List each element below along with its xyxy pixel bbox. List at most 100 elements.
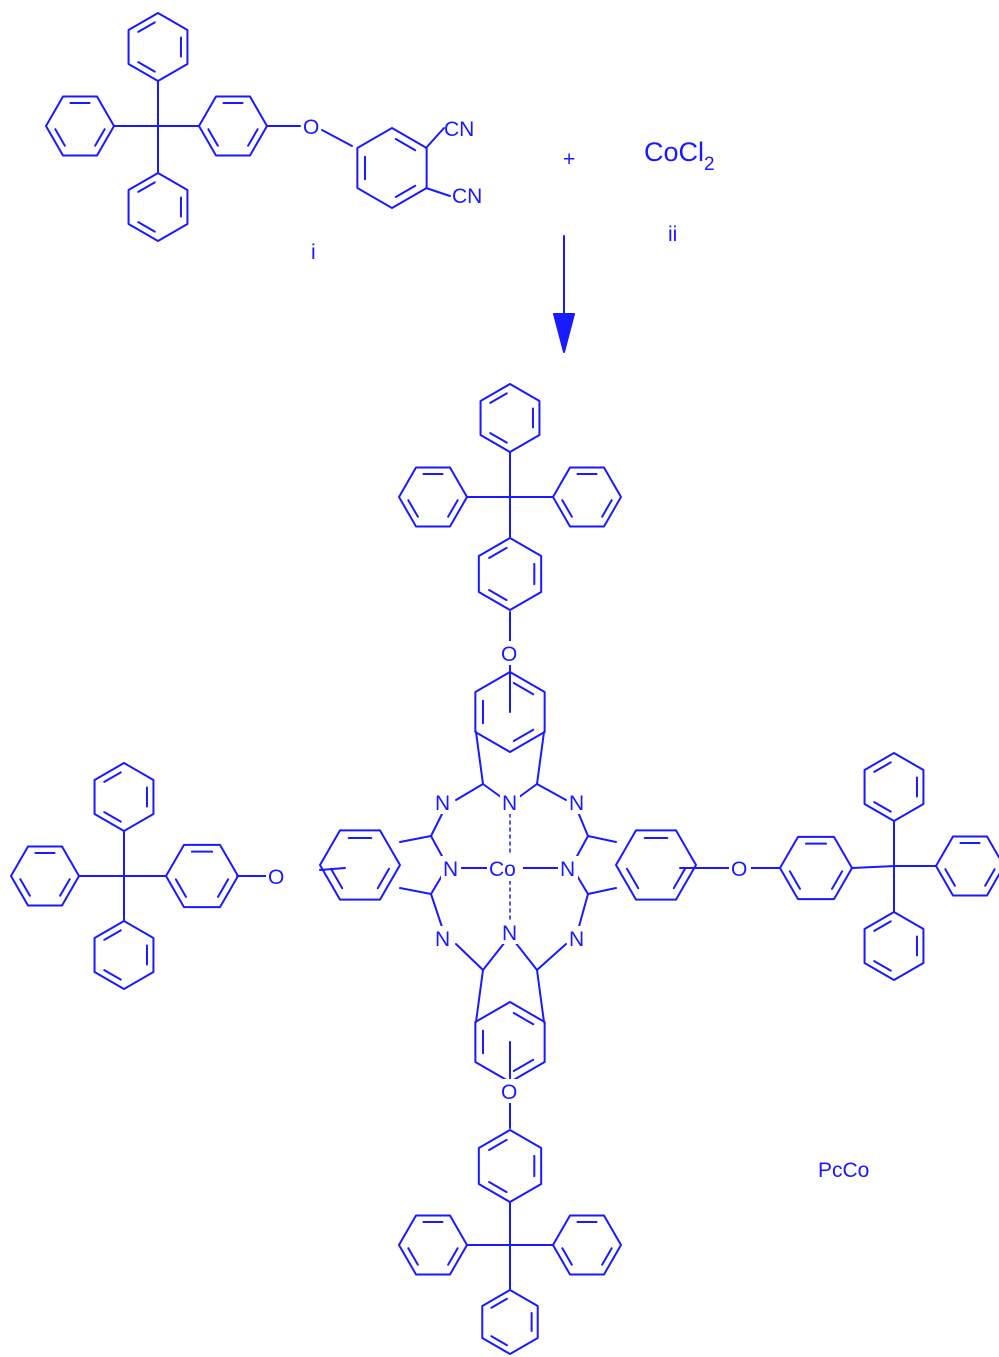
aromatic-bond-126 bbox=[873, 960, 892, 972]
reactant-i-label: i bbox=[311, 241, 316, 264]
benzene-ring-21 bbox=[779, 835, 853, 901]
bond-97 bbox=[319, 867, 346, 871]
pyrrole-n-left: N bbox=[443, 858, 458, 881]
aromatic-bond-66 bbox=[489, 432, 508, 444]
aromatic-bond-72 bbox=[601, 499, 613, 518]
aromatic-bond-121 bbox=[873, 761, 892, 773]
benzene-ring-22 bbox=[863, 752, 925, 822]
aromatic-bond-73 bbox=[561, 499, 573, 518]
aromatic-bond-91 bbox=[561, 1247, 573, 1266]
aromatic-bond-0 bbox=[137, 61, 156, 73]
benzene-ring-7 bbox=[319, 829, 401, 901]
aromatic-bond-3 bbox=[94, 128, 106, 147]
ether-oxygen-bottom: O bbox=[501, 1081, 517, 1104]
aromatic-bond-70 bbox=[407, 499, 419, 518]
bond-lines bbox=[10, 12, 999, 1355]
bond-30 bbox=[455, 783, 484, 801]
bond-57 bbox=[577, 811, 589, 837]
benzene-ring-13 bbox=[477, 1129, 543, 1203]
plus-sign: + bbox=[563, 148, 575, 171]
aromatic-bond-4 bbox=[54, 128, 66, 147]
benzene-ring-18 bbox=[93, 762, 155, 832]
benzene-ring-11 bbox=[398, 466, 468, 528]
aromatic-bond-90 bbox=[601, 1247, 613, 1266]
bond-46 bbox=[430, 835, 444, 859]
bond-53 bbox=[587, 835, 617, 843]
pyrrole-n-right: N bbox=[560, 858, 575, 881]
bond-37 bbox=[482, 941, 506, 971]
benzene-ring-0 bbox=[127, 12, 189, 82]
aromatic-bond-88 bbox=[407, 1247, 419, 1266]
benzene-ring-20 bbox=[93, 920, 155, 990]
bond-38 bbox=[514, 941, 538, 971]
aromatic-bond-64 bbox=[488, 546, 508, 559]
product-labels: O O O O N N N N N N N N Co PcCo bbox=[266, 641, 869, 1182]
aromatic-bond-100 bbox=[174, 878, 187, 898]
aromatic-bond-109 bbox=[103, 929, 122, 941]
reactant-ii-label: ii bbox=[668, 223, 677, 246]
bond-26 bbox=[475, 731, 484, 785]
bond-44 bbox=[399, 835, 432, 843]
aromatic-bond-123 bbox=[984, 868, 996, 887]
bond-36 bbox=[536, 969, 545, 1023]
meso-n-top-right: N bbox=[569, 792, 584, 815]
bond-48 bbox=[430, 811, 444, 837]
benzene-ring-14 bbox=[481, 1289, 539, 1355]
bond-129 bbox=[851, 865, 895, 869]
aromatic-bond-51 bbox=[625, 867, 640, 890]
benzene-ring-17 bbox=[165, 843, 239, 909]
aromatic-bond-25 bbox=[512, 681, 535, 696]
aromatic-bond-69 bbox=[447, 499, 459, 518]
benzene-ring-12 bbox=[552, 466, 622, 528]
aromatic-bond-127 bbox=[873, 920, 892, 932]
meso-n-bottom-right: N bbox=[569, 928, 584, 951]
aromatic-bond-124 bbox=[944, 868, 956, 887]
aromatic-bond-118 bbox=[788, 870, 801, 890]
reactant-i: O CN CN i bbox=[303, 116, 482, 264]
aromatic-bond-50 bbox=[672, 867, 687, 890]
aromatic-bond-6 bbox=[137, 221, 156, 233]
benzene-ring-23 bbox=[935, 835, 999, 897]
bond-31 bbox=[536, 783, 567, 801]
bond-45 bbox=[399, 887, 432, 895]
meso-n-top-left: N bbox=[435, 792, 450, 815]
benzene-ring-4 bbox=[356, 127, 428, 209]
cobalt-center: Co bbox=[489, 858, 516, 881]
nitrile-top: CN bbox=[444, 118, 474, 141]
bond-17 bbox=[321, 129, 353, 147]
benzene-ring-9 bbox=[477, 537, 543, 611]
reactant-ether-oxygen: O bbox=[303, 116, 319, 139]
aromatic-bond-108 bbox=[103, 969, 122, 981]
ether-oxygen-right: O bbox=[731, 858, 747, 881]
aromatic-bond-120 bbox=[873, 801, 892, 813]
bond-55 bbox=[575, 835, 589, 859]
bond-39 bbox=[455, 943, 484, 971]
aromatic-bond-41 bbox=[376, 867, 391, 890]
aromatic-bond-102 bbox=[103, 811, 122, 823]
benzene-ring-24 bbox=[863, 911, 925, 981]
aromatic-bond-9 bbox=[247, 128, 259, 147]
benzene-ring-8 bbox=[615, 829, 697, 901]
bond-40 bbox=[536, 943, 567, 971]
aromatic-bond-18 bbox=[394, 184, 417, 199]
benzene-ring-16 bbox=[552, 1214, 622, 1276]
aromatic-bond-84 bbox=[490, 1335, 508, 1347]
aromatic-bond-20 bbox=[394, 137, 417, 152]
aromatic-bond-103 bbox=[103, 771, 122, 783]
benzene-ring-1 bbox=[45, 95, 115, 157]
benzene-ring-19 bbox=[10, 845, 80, 907]
benzene-ring-2 bbox=[127, 172, 189, 242]
aromatic-bond-99 bbox=[217, 878, 230, 898]
aromatic-bond-82 bbox=[488, 1138, 508, 1151]
meso-n-bottom-left: N bbox=[435, 928, 450, 951]
benzene-ring-15 bbox=[398, 1214, 468, 1276]
nitrile-bottom: CN bbox=[452, 185, 482, 208]
bond-58 bbox=[577, 893, 589, 931]
aromatic-bond-7 bbox=[137, 181, 156, 193]
cobalt-chloride-formula: CoCl2 bbox=[644, 137, 715, 175]
aromatic-bond-23 bbox=[512, 728, 535, 743]
aromatic-bond-1 bbox=[137, 21, 156, 33]
aromatic-bond-34 bbox=[512, 1011, 535, 1026]
aromatic-bond-106 bbox=[19, 878, 31, 897]
